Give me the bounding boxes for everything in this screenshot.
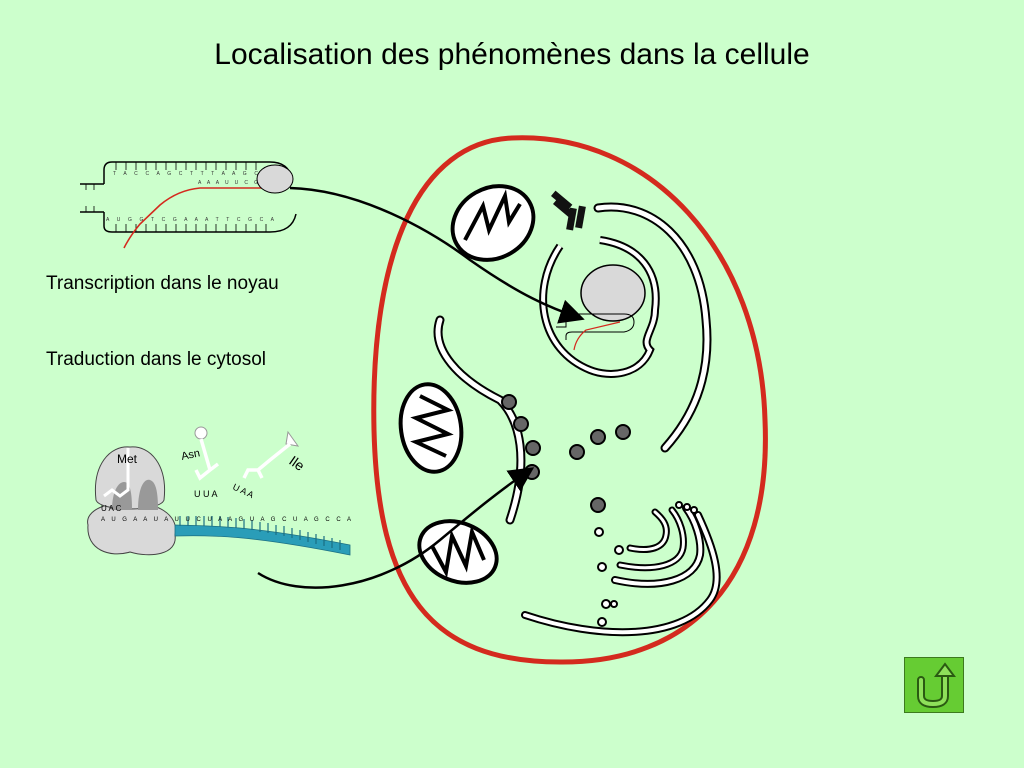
arrow-to-ribosome — [257, 467, 535, 589]
endoplasmic-reticulum-right — [595, 204, 710, 451]
anticodon-met-text: U A C — [101, 504, 122, 513]
dna-top-strand-text: T A C C A G C T T T A A G C — [113, 171, 258, 177]
nuclear-envelope — [539, 236, 660, 378]
centrioles — [551, 190, 586, 231]
rna-polymerase — [256, 164, 294, 194]
anticodon-asn-text: U U A — [194, 489, 218, 499]
page-title: Localisation des phénomènes dans la cell… — [214, 38, 810, 71]
anticodon-ile-text: U A A — [231, 482, 255, 500]
rna-strand — [123, 187, 272, 249]
mitochondrion-middle — [398, 382, 464, 474]
transcription-caption: Transcription dans le noyau — [46, 273, 279, 294]
u-turn-arrow-icon — [917, 662, 956, 709]
golgi-apparatus — [521, 504, 721, 637]
mitochondrion-top — [450, 184, 536, 262]
mitochondrion-bottom — [417, 519, 499, 585]
amino-acid-met-label: Met — [117, 452, 138, 466]
dna-base-pair-ticks — [85, 162, 267, 232]
cell-membrane — [371, 135, 768, 665]
arrow-to-nucleus — [289, 186, 585, 324]
back-button[interactable] — [904, 657, 964, 713]
trna-asn: Asn U U A — [180, 426, 220, 499]
mrna-ribbon — [174, 524, 351, 556]
nucleolus — [580, 264, 646, 322]
trna-ile: Ile U A A — [231, 430, 308, 500]
amino-acid-ile-label: Ile — [286, 452, 307, 474]
golgi-vesicles — [594, 501, 698, 627]
dna-bottom-strand-text: A U G G T C G A A A T T C G C A — [106, 217, 275, 223]
mrna-sequence-text: A U G A A U A U U C U A A G U A G C U A … — [101, 517, 351, 523]
traduction-caption: Traduction dans le cytosol — [46, 349, 267, 370]
rna-strand-text: A A A U U C G — [198, 180, 258, 186]
dna-transcription-bubble: T A C C A G C T T T A A G C A U G G T C … — [80, 161, 297, 249]
translation-ribosome: A U G A A U A U U C U A A G U A G C U A … — [87, 446, 351, 556]
amino-acid-asn-label: Asn — [180, 447, 201, 463]
